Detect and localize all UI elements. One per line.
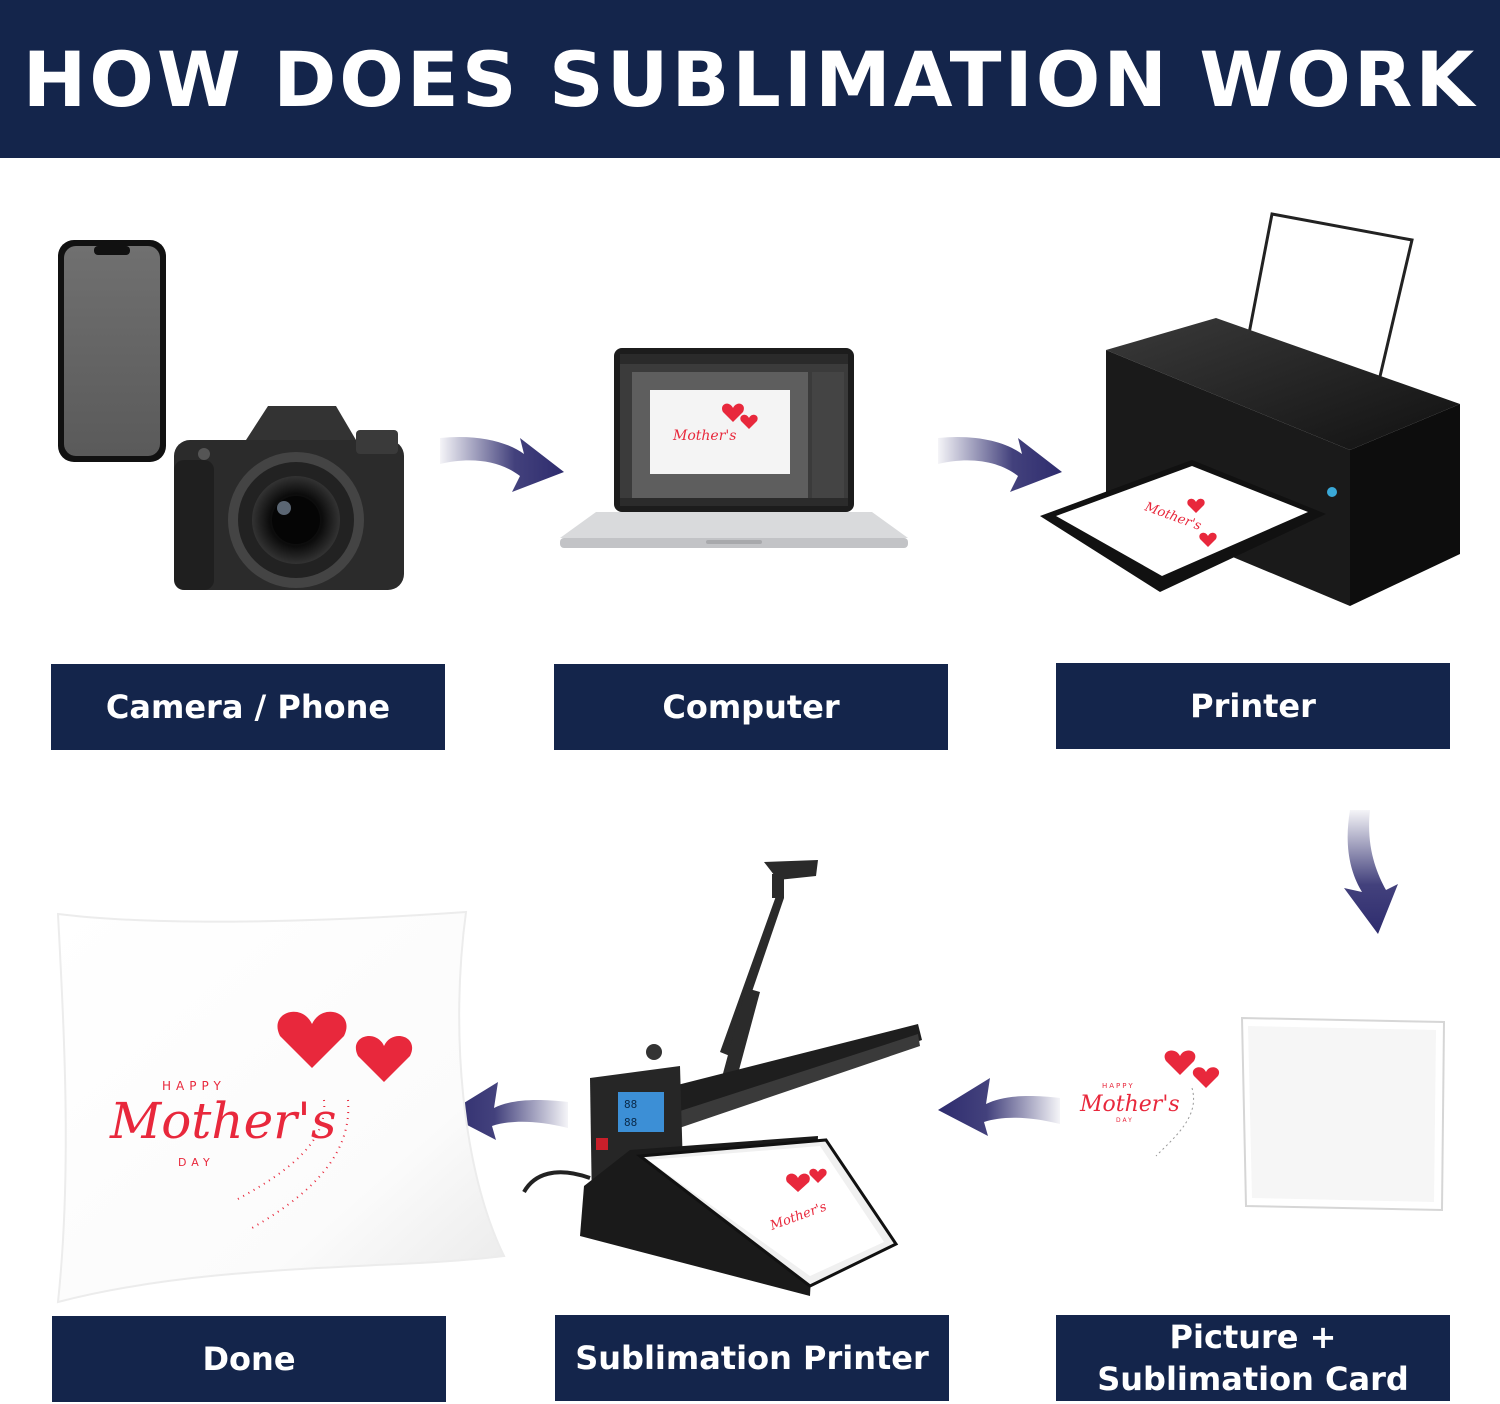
sublimation-card-icon — [1240, 1016, 1446, 1212]
phone-icon — [58, 240, 166, 462]
card-artwork-mothers: Mother's — [1079, 1092, 1180, 1117]
step-label-sublimation-printer: Sublimation Printer — [555, 1315, 949, 1401]
step-label-text-line2: Sublimation Card — [1097, 1360, 1409, 1398]
arrow-right-1 — [438, 430, 568, 496]
card-artwork-happy: HAPPY — [1102, 1082, 1135, 1090]
arrow-left-1 — [936, 1074, 1062, 1138]
card-artwork-day: DAY — [1116, 1117, 1134, 1124]
press-display-top: 88 — [624, 1098, 637, 1111]
title-banner: HOW DOES SUBLIMATION WORK — [0, 0, 1500, 158]
step-label-text-line1: Picture + — [1169, 1318, 1337, 1356]
picture-card-illustration: HAPPY Mother's DAY — [1076, 1016, 1446, 1212]
arrow-down — [1340, 808, 1408, 936]
step-label-computer: Computer — [554, 664, 948, 750]
pillow-artwork-mothers: Mother's — [109, 1092, 337, 1150]
arrow-left-2 — [444, 1078, 570, 1142]
step-label-done: Done — [52, 1316, 446, 1402]
printer-illustration: Mother's — [1040, 212, 1464, 618]
step-label-text: Computer — [662, 688, 840, 726]
step-label-text: Done — [202, 1340, 296, 1378]
step-label-text: Camera / Phone — [105, 688, 391, 726]
step-label-printer: Printer — [1056, 663, 1450, 749]
page-title: HOW DOES SUBLIMATION WORK — [22, 34, 1478, 124]
step-label-picture-card: Picture + Sublimation Card — [1056, 1315, 1450, 1401]
camera-icon — [174, 406, 404, 590]
pillow-artwork-happy: HAPPY — [162, 1079, 226, 1093]
laptop-artwork-text: Mother's — [672, 428, 736, 444]
heat-press-illustration: 88 88 Mother's — [520, 856, 922, 1298]
step-label-text: Printer — [1190, 687, 1316, 725]
pillow-illustration: HAPPY Mother's DAY — [52, 910, 508, 1306]
press-display-bottom: 88 — [624, 1116, 637, 1129]
step-label-text: Sublimation Printer — [575, 1339, 929, 1377]
step-label-camera-phone: Camera / Phone — [51, 664, 445, 750]
arrow-right-2 — [936, 430, 1066, 496]
camera-phone-illustration — [56, 238, 416, 598]
pillow-artwork-day: DAY — [178, 1156, 215, 1169]
laptop-illustration: Mother's — [560, 348, 908, 553]
